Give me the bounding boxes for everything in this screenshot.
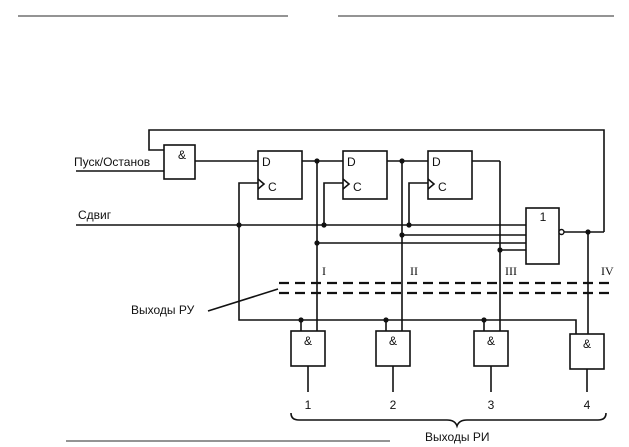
junction	[314, 158, 320, 164]
output-and-gate-4	[569, 333, 605, 370]
output-and-gate-4-symbol: &	[583, 337, 591, 351]
ri-outputs-label: Выходы РИ	[425, 430, 490, 444]
output-and-gate-3-symbol: &	[487, 334, 495, 348]
junction	[406, 222, 412, 228]
d-trigger-2-c-label: C	[353, 180, 362, 194]
or-gate-inversion-bubble	[558, 228, 565, 236]
clock-trigger-2	[323, 182, 343, 225]
d-trigger-3-c-label: C	[438, 180, 447, 194]
output-number-2: 2	[390, 398, 397, 412]
shift-label: Сдвиг	[78, 208, 112, 222]
junction	[481, 317, 487, 323]
or-gate-symbol: 1	[540, 210, 547, 224]
output-number-3: 3	[488, 398, 495, 412]
start-stop-label: Пуск/Останов	[74, 155, 150, 169]
d-trigger-3-clock-mark	[427, 178, 436, 190]
output-and-gate-2	[375, 330, 411, 367]
stage-label-1: I	[322, 264, 326, 278]
d-trigger-1-c-label: C	[268, 180, 277, 194]
feedback-wire	[148, 129, 605, 232]
stage-label-4: IV	[601, 264, 614, 278]
or-gate	[525, 207, 560, 265]
ri-outputs-brace	[290, 412, 607, 429]
output-number-1: 1	[305, 398, 312, 412]
junction	[383, 317, 389, 323]
junction	[399, 158, 405, 164]
shift-to-lower-gates	[238, 225, 577, 338]
start-and-gate-symbol: &	[178, 148, 186, 162]
d-trigger-1-d-label: D	[262, 155, 271, 169]
d-trigger-3-d-label: D	[432, 155, 441, 169]
d-trigger-1-clock-mark	[257, 178, 266, 190]
ru-outputs-label: Выходы РУ	[131, 303, 195, 317]
d-trigger-2-d-label: D	[347, 155, 356, 169]
output-and-gate-1-symbol: &	[304, 334, 312, 348]
junction	[298, 317, 304, 323]
d-trigger-3	[427, 150, 473, 200]
d-trigger-2-clock-mark	[342, 178, 351, 190]
stage-label-2: II	[410, 264, 418, 278]
clock-trigger-3	[408, 182, 428, 225]
d-trigger-1	[257, 150, 303, 200]
start-and-gate	[163, 144, 196, 180]
output-number-4: 4	[584, 398, 591, 412]
ru-pointer	[207, 288, 279, 312]
clock-trigger-1	[238, 182, 258, 225]
junction	[321, 222, 327, 228]
output-and-gate-2-symbol: &	[389, 334, 397, 348]
d-trigger-2	[342, 150, 388, 200]
stage-label-3: III	[505, 264, 517, 278]
